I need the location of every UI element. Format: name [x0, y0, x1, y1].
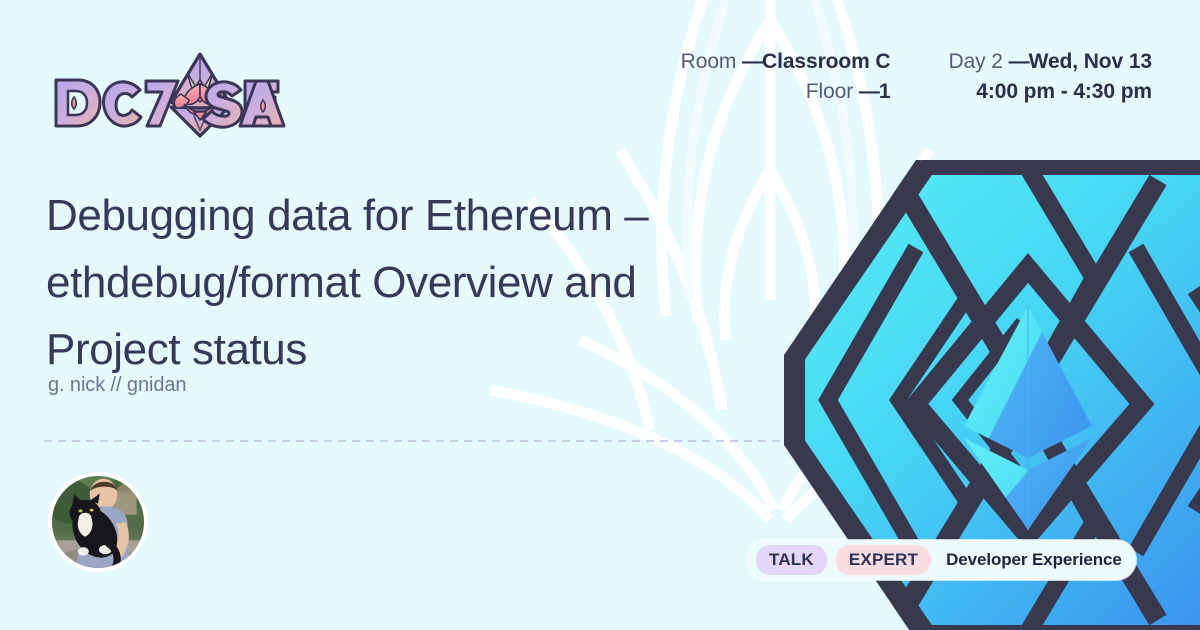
- badge-track[interactable]: Developer Experience: [946, 550, 1122, 569]
- dashed-divider: [44, 440, 790, 442]
- session-badge-bar: TALK EXPERT Developer Experience: [748, 540, 1136, 580]
- floor-label: Floor: [805, 80, 854, 103]
- speaker-name: g. nick // gnidan: [48, 374, 187, 396]
- session-title: Debugging data for Ethereum – ethdebug/f…: [46, 191, 649, 374]
- session-meta: Room —Classroom C Floor —1 Day 2 —Wed, N…: [681, 48, 1152, 106]
- day-label: Day 2: [948, 50, 1003, 73]
- ethereum-diamond-icon: [964, 306, 1092, 530]
- devcon-dc7-sea-logo: [54, 52, 286, 138]
- floor-value: 1: [878, 80, 891, 103]
- time-value: 4:00 pm - 4:30 pm: [976, 80, 1152, 103]
- badge-type-talk[interactable]: TALK: [756, 545, 827, 575]
- devcon-hexagon-artwork: [784, 160, 1200, 630]
- room-floor-column: Room —Classroom C Floor —1: [681, 48, 891, 106]
- room-line: Room —Classroom C: [681, 48, 891, 76]
- room-value: Classroom C: [762, 50, 891, 73]
- logo-dc7-text: [54, 78, 180, 128]
- badge-level-expert[interactable]: EXPERT: [835, 545, 932, 575]
- speaker-avatar: [48, 472, 148, 572]
- logo-sea-text: [201, 79, 286, 129]
- day-time-column: Day 2 —Wed, Nov 13 4:00 pm - 4:30 pm: [949, 48, 1153, 106]
- day-dash: —: [1008, 50, 1030, 73]
- floor-dash: —: [858, 80, 880, 103]
- room-dash: —: [742, 50, 763, 73]
- day-value: Wed, Nov 13: [1028, 50, 1152, 73]
- floor-line: Floor —1: [806, 78, 891, 106]
- room-label: Room: [680, 50, 737, 73]
- avatar-photo: [52, 476, 144, 568]
- day-line: Day 2 —Wed, Nov 13: [949, 48, 1153, 76]
